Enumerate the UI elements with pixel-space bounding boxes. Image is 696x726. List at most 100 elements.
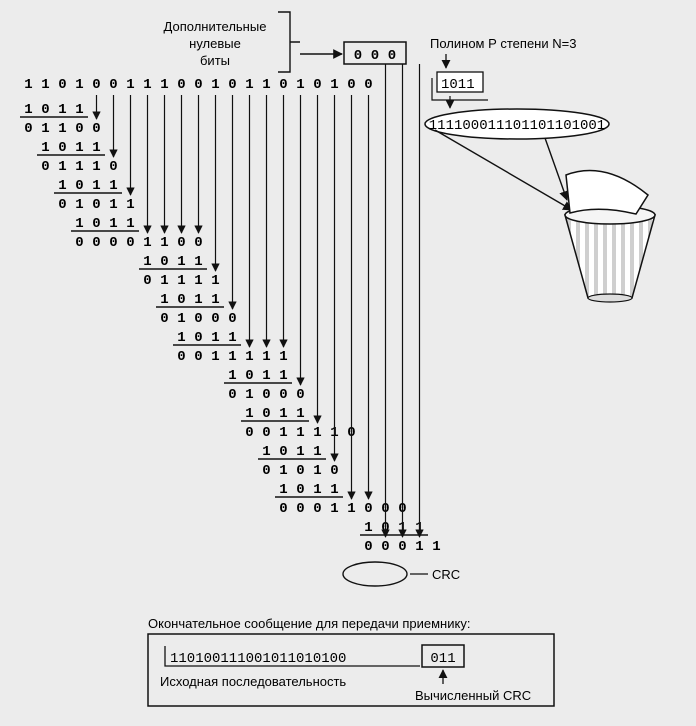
remainder-bit: 1 xyxy=(160,273,168,289)
extra-bits-label-line2: нулевые xyxy=(189,36,241,51)
remainder-bit: 1 xyxy=(109,197,117,213)
remainder-bit: 1 xyxy=(177,273,185,289)
divisor-bit: 1 xyxy=(177,254,185,270)
remainder-bit: 0 xyxy=(177,235,185,251)
dividend-bit: 0 xyxy=(313,77,321,93)
divisor-bit: 1 xyxy=(313,482,321,498)
remainder-bit: 0 xyxy=(228,387,236,403)
extra-bits-label-line3: биты xyxy=(200,53,230,68)
polynomial-title: Полином Р степени N=3 xyxy=(430,36,576,51)
dividend-bit: 0 xyxy=(109,77,117,93)
dividend-bit: 0 xyxy=(177,77,185,93)
received-bits-text: 111100011101101101001 xyxy=(429,118,605,134)
divisor-bit: 1 xyxy=(279,482,287,498)
remainder-bit: 1 xyxy=(75,159,83,175)
remainder-bit: 0 xyxy=(364,539,372,555)
divisor-bit: 1 xyxy=(92,178,100,194)
remainder-bit: 0 xyxy=(160,311,168,327)
divisor-bit: 1 xyxy=(109,178,117,194)
extra-zeros-box xyxy=(343,41,407,65)
remainder-bit: 1 xyxy=(58,159,66,175)
dividend-bit: 1 xyxy=(143,77,151,93)
trash-bucket-icon xyxy=(564,169,656,303)
divisor-bit: 1 xyxy=(58,178,66,194)
remainder-bit: 0 xyxy=(75,121,83,137)
remainder-bit: 1 xyxy=(279,463,287,479)
remainder-bit: 1 xyxy=(330,501,338,517)
remainder-bit: 1 xyxy=(143,235,151,251)
remainder-bit: 0 xyxy=(313,501,321,517)
dividend-bit: 1 xyxy=(41,77,49,93)
remainder-bit: 1 xyxy=(92,159,100,175)
remainder-bit: 0 xyxy=(126,235,134,251)
remainder-bit: 1 xyxy=(41,121,49,137)
remainder-bit: 0 xyxy=(262,387,270,403)
remainder-bit: 1 xyxy=(75,197,83,213)
extra-zero-bit: 0 xyxy=(371,48,379,64)
extra-zero-bit: 0 xyxy=(388,48,396,64)
remainder-bit: 1 xyxy=(347,501,355,517)
dividend-bit: 1 xyxy=(296,77,304,93)
divisor-bit: 0 xyxy=(160,254,168,270)
divisor-bit: 1 xyxy=(296,444,304,460)
remainder-bit: 0 xyxy=(177,349,185,365)
divisor-bit: 1 xyxy=(228,330,236,346)
crc-label: CRC xyxy=(432,567,460,582)
divisor-bit: 0 xyxy=(177,292,185,308)
divisor-bit: 0 xyxy=(296,482,304,498)
remainder-bit: 1 xyxy=(245,349,253,365)
divisor-bit: 1 xyxy=(75,216,83,232)
remainder-bit: 0 xyxy=(143,273,151,289)
dividend-bit: 1 xyxy=(211,77,219,93)
divisor-bit: 1 xyxy=(75,140,83,156)
divisor-bit: 0 xyxy=(75,178,83,194)
divisor-bit: 1 xyxy=(75,102,83,118)
divisor-bit: 1 xyxy=(364,520,372,536)
remainder-bit: 1 xyxy=(211,273,219,289)
remainder-bit: 0 xyxy=(330,463,338,479)
divisor-bit: 1 xyxy=(330,482,338,498)
remainder-bit: 0 xyxy=(262,463,270,479)
divisor-bit: 1 xyxy=(279,406,287,422)
divisor-bit: 0 xyxy=(41,102,49,118)
remainder-bit: 0 xyxy=(228,311,236,327)
divisor-bit: 0 xyxy=(92,216,100,232)
divisor-bit: 1 xyxy=(296,406,304,422)
remainder-bit: 0 xyxy=(296,501,304,517)
dividend-bit: 0 xyxy=(92,77,100,93)
remainder-bit: 0 xyxy=(296,463,304,479)
extra-bits-label-line1: Дополнительные xyxy=(164,19,267,34)
final-message-crc: 011 xyxy=(430,651,455,667)
divisor-bit: 1 xyxy=(177,330,185,346)
divisor-bit: 0 xyxy=(279,444,287,460)
divisor-bit: 1 xyxy=(228,368,236,384)
divisor-bit: 1 xyxy=(279,368,287,384)
remainder-bit: 0 xyxy=(194,311,202,327)
dividend-bit: 0 xyxy=(347,77,355,93)
remainder-bit: 1 xyxy=(279,425,287,441)
received-bits-ellipse xyxy=(424,108,610,140)
remainder-bit: 0 xyxy=(92,121,100,137)
remainder-bit: 0 xyxy=(41,159,49,175)
remainder-bit: 0 xyxy=(92,197,100,213)
divisor-bit: 1 xyxy=(92,140,100,156)
divisor-bit: 1 xyxy=(211,330,219,346)
dividend-bit: 1 xyxy=(75,77,83,93)
divisor-bit: 0 xyxy=(262,406,270,422)
remainder-bit: 1 xyxy=(228,349,236,365)
bucket-arrow-right xyxy=(544,137,569,201)
computed-crc-label: Вычисленный CRC xyxy=(415,688,531,703)
remainder-bit: 1 xyxy=(160,235,168,251)
divisor-bit: 1 xyxy=(194,254,202,270)
divisor-bit: 1 xyxy=(41,140,49,156)
dividend-bit: 1 xyxy=(262,77,270,93)
remainder-bit: 0 xyxy=(262,425,270,441)
remainder-bit: 1 xyxy=(245,387,253,403)
remainder-bit: 0 xyxy=(75,235,83,251)
divisor-bit: 1 xyxy=(143,254,151,270)
extra-zero-bit: 0 xyxy=(354,48,362,64)
remainder-bit: 0 xyxy=(398,539,406,555)
dividend-bit: 1 xyxy=(160,77,168,93)
remainder-bit: 1 xyxy=(432,539,440,555)
